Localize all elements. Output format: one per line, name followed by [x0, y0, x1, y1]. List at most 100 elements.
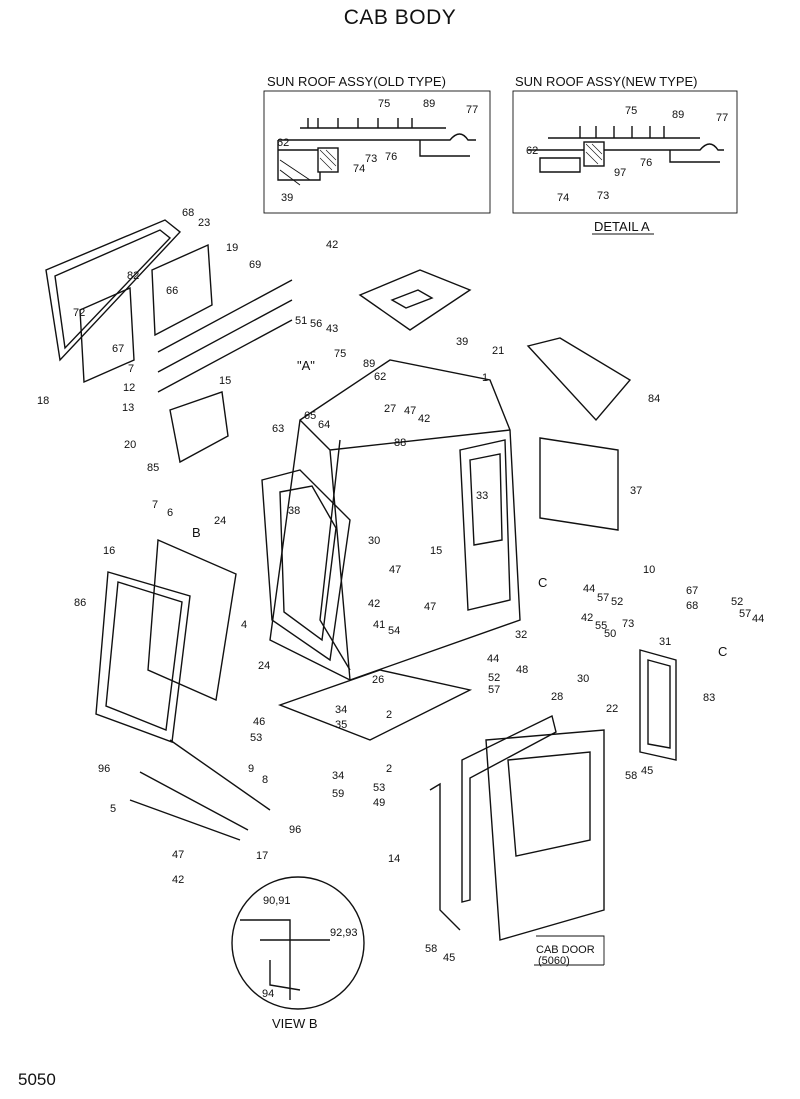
callout: 7 — [152, 499, 158, 511]
callout: 62 — [374, 371, 386, 383]
callout: 39 — [456, 336, 468, 348]
callout: 42 — [418, 413, 430, 425]
callout: 4 — [241, 619, 247, 631]
callout: 32 — [515, 629, 527, 641]
callout: 18 — [37, 395, 49, 407]
callout: 73 — [622, 618, 634, 630]
callout: 75 — [334, 348, 346, 360]
callout: 88 — [394, 437, 406, 449]
cab-body-drawing — [45, 219, 677, 1010]
callout: 56 — [310, 318, 322, 330]
callout: 47 — [424, 601, 436, 613]
callout: 38 — [288, 505, 300, 517]
callout: 6 — [167, 507, 173, 519]
callout: 37 — [630, 485, 642, 497]
callout: 5 — [110, 803, 116, 815]
callout: 47 — [172, 849, 184, 861]
callout: 57 — [739, 608, 751, 620]
sun-roof-old-panel: SUN ROOF ASSY(OLD TYPE) 75 89 77 62 73 7… — [263, 74, 491, 214]
callout-old-62: 62 — [277, 137, 289, 149]
view-b-callout-94: 94 — [262, 988, 274, 1000]
callout: 50 — [604, 628, 616, 640]
callout: 58 — [625, 770, 637, 782]
callout: 44 — [487, 653, 499, 665]
sun-roof-old-frame — [263, 90, 491, 214]
detail-a-label: DETAIL A — [594, 219, 650, 234]
callout: 96 — [98, 763, 110, 775]
callout: 24 — [214, 515, 226, 527]
callout: 49 — [373, 797, 385, 809]
callout-new-89: 89 — [672, 109, 684, 121]
callout: 48 — [516, 664, 528, 676]
callout-new-74: 74 — [557, 192, 569, 204]
callout: 47 — [404, 405, 416, 417]
callout: 9 — [248, 763, 254, 775]
callout: 41 — [373, 619, 385, 631]
callout: 96 — [289, 824, 301, 836]
callout: 13 — [122, 402, 134, 414]
callout: 67 — [686, 585, 698, 597]
sun-roof-old-label: SUN ROOF ASSY(OLD TYPE) — [267, 74, 446, 89]
callout: 17 — [256, 850, 268, 862]
callout: 63 — [272, 423, 284, 435]
page-number: 5050 — [18, 1070, 56, 1089]
callout: 10 — [643, 564, 655, 576]
callout-new-76: 76 — [640, 157, 652, 169]
callout-old-75: 75 — [378, 98, 390, 110]
callout: 45 — [641, 765, 653, 777]
callout: 31 — [659, 636, 671, 648]
callout: 7 — [128, 363, 134, 375]
callout: 52 — [611, 596, 623, 608]
callout-old-39: 39 — [281, 192, 293, 204]
callout: 65 — [304, 410, 316, 422]
callout: 30 — [577, 673, 589, 685]
sun-roof-new-label: SUN ROOF ASSY(NEW TYPE) — [515, 74, 698, 89]
callout: 57 — [597, 592, 609, 604]
callout: 42 — [172, 874, 184, 886]
callout: 52 — [488, 672, 500, 684]
callout: 26 — [372, 674, 384, 686]
callout: 24 — [258, 660, 270, 672]
callout: 53 — [373, 782, 385, 794]
callout-old-76: 76 — [385, 151, 397, 163]
callout: 82 — [127, 270, 139, 282]
callout-new-75: 75 — [625, 105, 637, 117]
callout: 68 — [686, 600, 698, 612]
callout: 58 — [425, 943, 437, 955]
callout: 35 — [335, 719, 347, 731]
callout: 47 — [389, 564, 401, 576]
callout: 34 — [332, 770, 344, 782]
marker-b: B — [192, 525, 201, 540]
marker-c-right: C — [718, 644, 727, 659]
callout: 55 — [595, 620, 607, 632]
main-callouts: 68 23 19 42 69 82 66 72 56 43 51 67 7 39… — [37, 207, 764, 964]
sun-roof-new-frame — [512, 90, 738, 214]
callout: 2 — [386, 709, 392, 721]
cab-door-label: CAB DOOR — [536, 944, 595, 956]
callout: 68 — [182, 207, 194, 219]
callout-old-74: 74 — [353, 163, 365, 175]
callout: 69 — [249, 259, 261, 271]
callout: 27 — [384, 403, 396, 415]
callout: 44 — [583, 583, 595, 595]
view-b-circle — [231, 876, 365, 1010]
sun-roof-new-panel: SUN ROOF ASSY(NEW TYPE) 75 89 77 62 97 7… — [512, 74, 738, 235]
callout: 34 — [335, 704, 347, 716]
callout: 33 — [476, 490, 488, 502]
callout-new-77: 77 — [716, 112, 728, 124]
callout: 30 — [368, 535, 380, 547]
callout-old-89: 89 — [423, 98, 435, 110]
callout: 54 — [388, 625, 400, 637]
callout-old-73: 73 — [365, 153, 377, 165]
cab-door-ref: (5060) — [538, 955, 570, 967]
callout: 84 — [648, 393, 660, 405]
marker-a: "A" — [297, 358, 315, 373]
callout: 72 — [73, 307, 85, 319]
view-b-callout-90-91: 90,91 — [263, 895, 291, 907]
callout: 43 — [326, 323, 338, 335]
callout: 42 — [326, 239, 338, 251]
callout: 21 — [492, 345, 504, 357]
callout: 22 — [606, 703, 618, 715]
